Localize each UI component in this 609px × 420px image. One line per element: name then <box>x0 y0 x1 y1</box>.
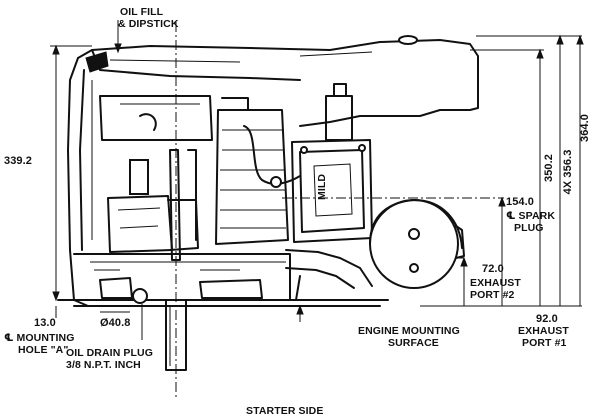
fuel-stem <box>129 159 149 195</box>
engine-mounting-label-2: SURFACE <box>388 337 439 349</box>
exhaust1-label: EXHAUST <box>518 325 569 337</box>
dipstick-tube <box>169 149 181 261</box>
oil-fill-cap <box>85 51 109 73</box>
starter-side-label: STARTER SIDE <box>246 405 323 417</box>
dimension-lines <box>50 20 584 398</box>
dim-154: 154.0 <box>506 196 534 208</box>
oil-fill-label: OIL FILL <box>120 6 164 18</box>
oil-drain-label: OIL DRAIN PLUG <box>66 347 153 359</box>
dim-339: 339.2 <box>4 155 32 167</box>
spark-plug-label-2: PLUG <box>514 222 544 234</box>
dim-72: 72.0 <box>482 263 504 275</box>
shroud-cap <box>398 35 418 45</box>
dim-92: 92.0 <box>536 313 558 325</box>
exhaust2-label-2: PORT #2 <box>470 289 515 301</box>
control-box <box>291 139 373 243</box>
oil-drain-label-2: 3/8 N.P.T. INCH <box>66 359 141 371</box>
dim-408: Ø40.8 <box>100 317 130 329</box>
dim-364: 364.0 <box>579 114 591 142</box>
engine-mounting-label: ENGINE MOUNTING <box>358 325 460 337</box>
spark-plug-label: ℄ SPARK <box>506 210 555 222</box>
muffler <box>369 199 459 289</box>
dipstick-label: & DIPSTICK <box>118 18 179 30</box>
svg-text:MILD: MILD <box>316 174 328 200</box>
exhaust1-label-2: PORT #1 <box>522 337 567 349</box>
dim-13: 13.0 <box>34 317 56 329</box>
dim-350: 350.2 <box>543 154 555 182</box>
exhaust2-label: EXHAUST <box>470 277 521 289</box>
mounting-hole-label: ℄ MOUNTING <box>4 332 75 344</box>
oil-drain-plug <box>132 288 148 304</box>
callout-labels: OIL FILL & DIPSTICK 339.2 364.0 4X 356.3… <box>4 6 591 417</box>
mounting-hole-label-2: HOLE "A" <box>18 344 68 356</box>
dim-356: 4X 356.3 <box>562 150 574 195</box>
engine-outline: MILD <box>57 35 479 371</box>
